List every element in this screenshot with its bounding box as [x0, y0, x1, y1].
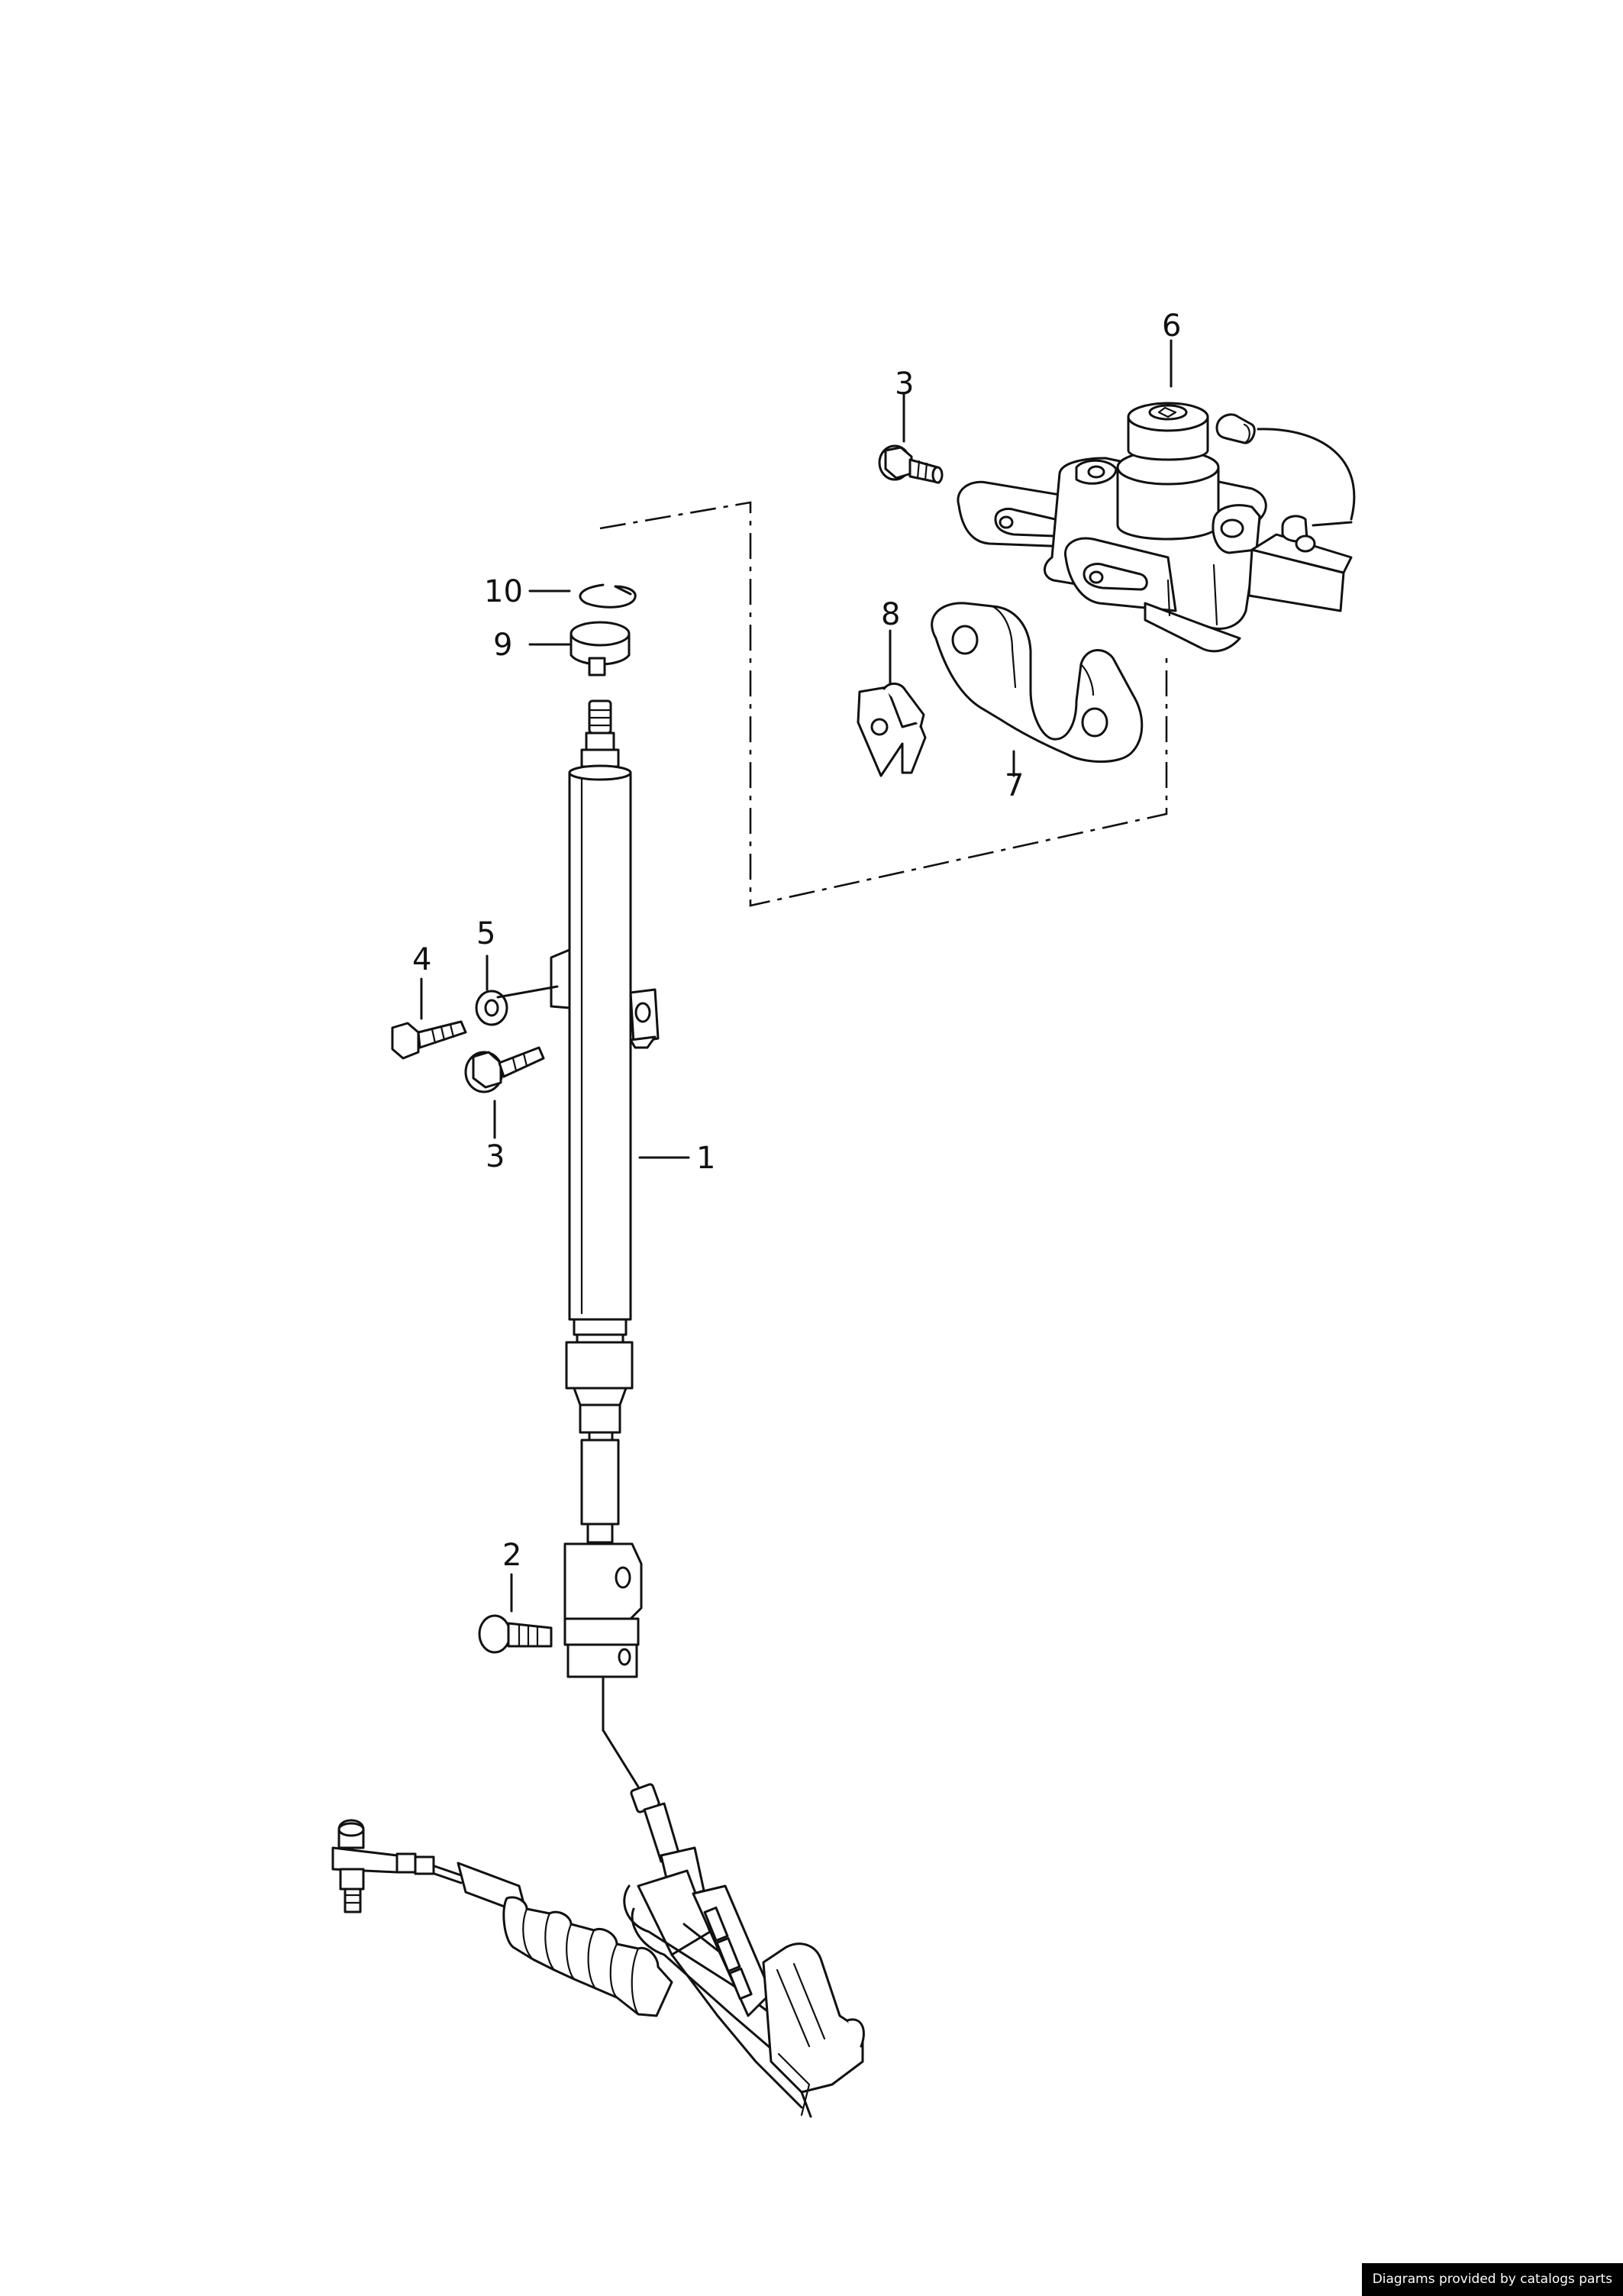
- callout-4: 4: [412, 942, 431, 977]
- part-1-steering-column-shaft: [563, 699, 643, 1732]
- callout-10: 10: [484, 574, 523, 609]
- part-10-circlip: [579, 583, 637, 609]
- assembly-boundary-line: [599, 501, 1168, 907]
- part-4-hex-bolt: [391, 1020, 467, 1060]
- part-9-retaining-ring: [570, 621, 631, 677]
- part-8-clip-nut: [857, 683, 927, 777]
- part-6-lock-housing: [957, 402, 1356, 653]
- callout-8: 8: [881, 597, 900, 632]
- steering-gear-rack-assembly: [331, 1729, 865, 2118]
- part-5-washer: [475, 990, 508, 1026]
- callout-9: 9: [493, 628, 512, 663]
- part-3-flange-bolt-upper: [878, 444, 944, 484]
- callout-7: 7: [1005, 768, 1024, 803]
- callout-1: 1: [696, 1141, 715, 1176]
- part-2-pinch-bolt: [478, 1614, 553, 1654]
- callout-leader-lines: [420, 339, 1173, 1613]
- part-3-flange-bolt-lower: [464, 1046, 545, 1093]
- part-7-bracket-shell: [931, 602, 1144, 763]
- callout-5: 5: [476, 916, 495, 951]
- callout-2: 2: [502, 1538, 521, 1573]
- callout-3-lower: 3: [486, 1139, 505, 1174]
- diagram-credit-badge: Diagrams provided by catalogs parts: [1361, 2263, 1623, 2296]
- callout-3-upper: 3: [895, 367, 914, 402]
- callout-6: 6: [1162, 308, 1181, 344]
- column-mounting-bracket: [550, 948, 660, 1049]
